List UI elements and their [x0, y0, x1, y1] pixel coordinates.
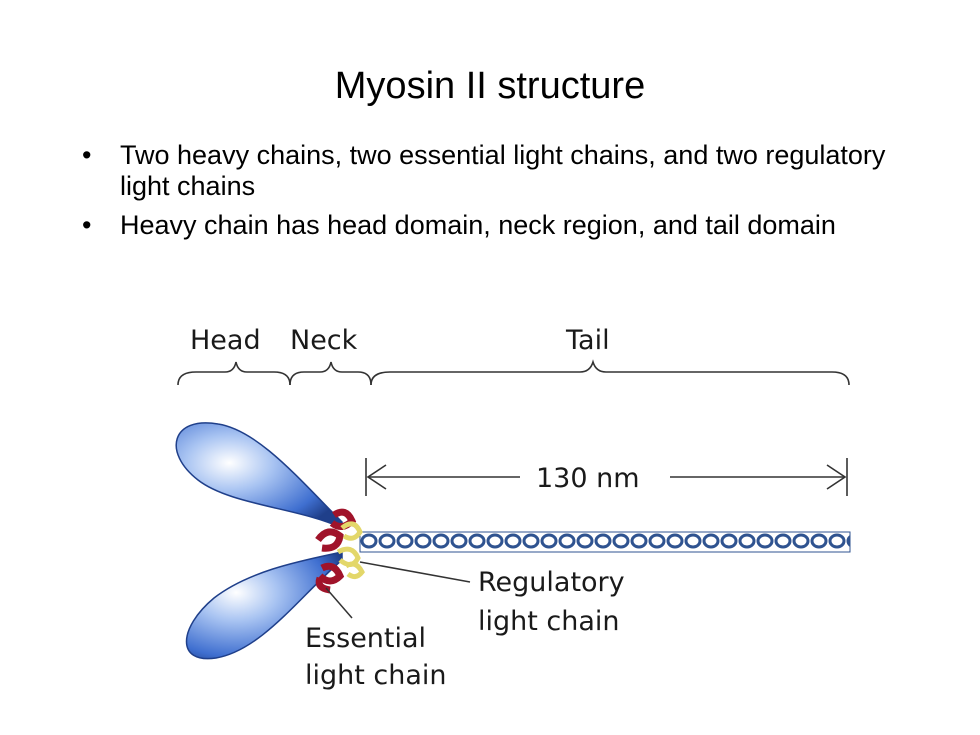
coiled-coil-tail: [359, 531, 851, 553]
tail-brace: [370, 359, 850, 386]
length-label: 130 nm: [536, 463, 640, 494]
regulatory-label-line1: Regulatory: [478, 567, 625, 598]
bullet-text: Heavy chain has head domain, neck region…: [120, 210, 836, 240]
region-label-head: Head: [190, 325, 261, 356]
bullet-list: • Two heavy chains, two essential light …: [80, 140, 910, 249]
regulatory-label-line2: light chain: [478, 606, 620, 637]
region-label-neck: Neck: [290, 325, 358, 356]
essential-leader-line: [325, 587, 353, 619]
regulatory-light-chains: [336, 521, 365, 580]
bullet-symbol: •: [82, 210, 92, 240]
bullet-item: • Heavy chain has head domain, neck regi…: [80, 210, 910, 241]
head-brace: [177, 361, 291, 386]
upper-head: [175, 422, 343, 530]
bullet-symbol: •: [82, 140, 92, 170]
bullet-text: Two heavy chains, two essential light ch…: [120, 140, 886, 201]
length-dimension: [365, 458, 848, 496]
essential-label-line1: Essential: [305, 623, 426, 654]
neck-brace: [289, 361, 372, 386]
region-label-tail: Tail: [565, 325, 610, 356]
bullet-item: • Two heavy chains, two essential light …: [80, 140, 910, 202]
region-braces: [177, 359, 850, 386]
regulatory-leader-line: [359, 561, 471, 583]
essential-label-line2: light chain: [305, 660, 447, 691]
lower-head: [185, 551, 343, 660]
slide-title: Myosin II structure: [334, 65, 646, 107]
